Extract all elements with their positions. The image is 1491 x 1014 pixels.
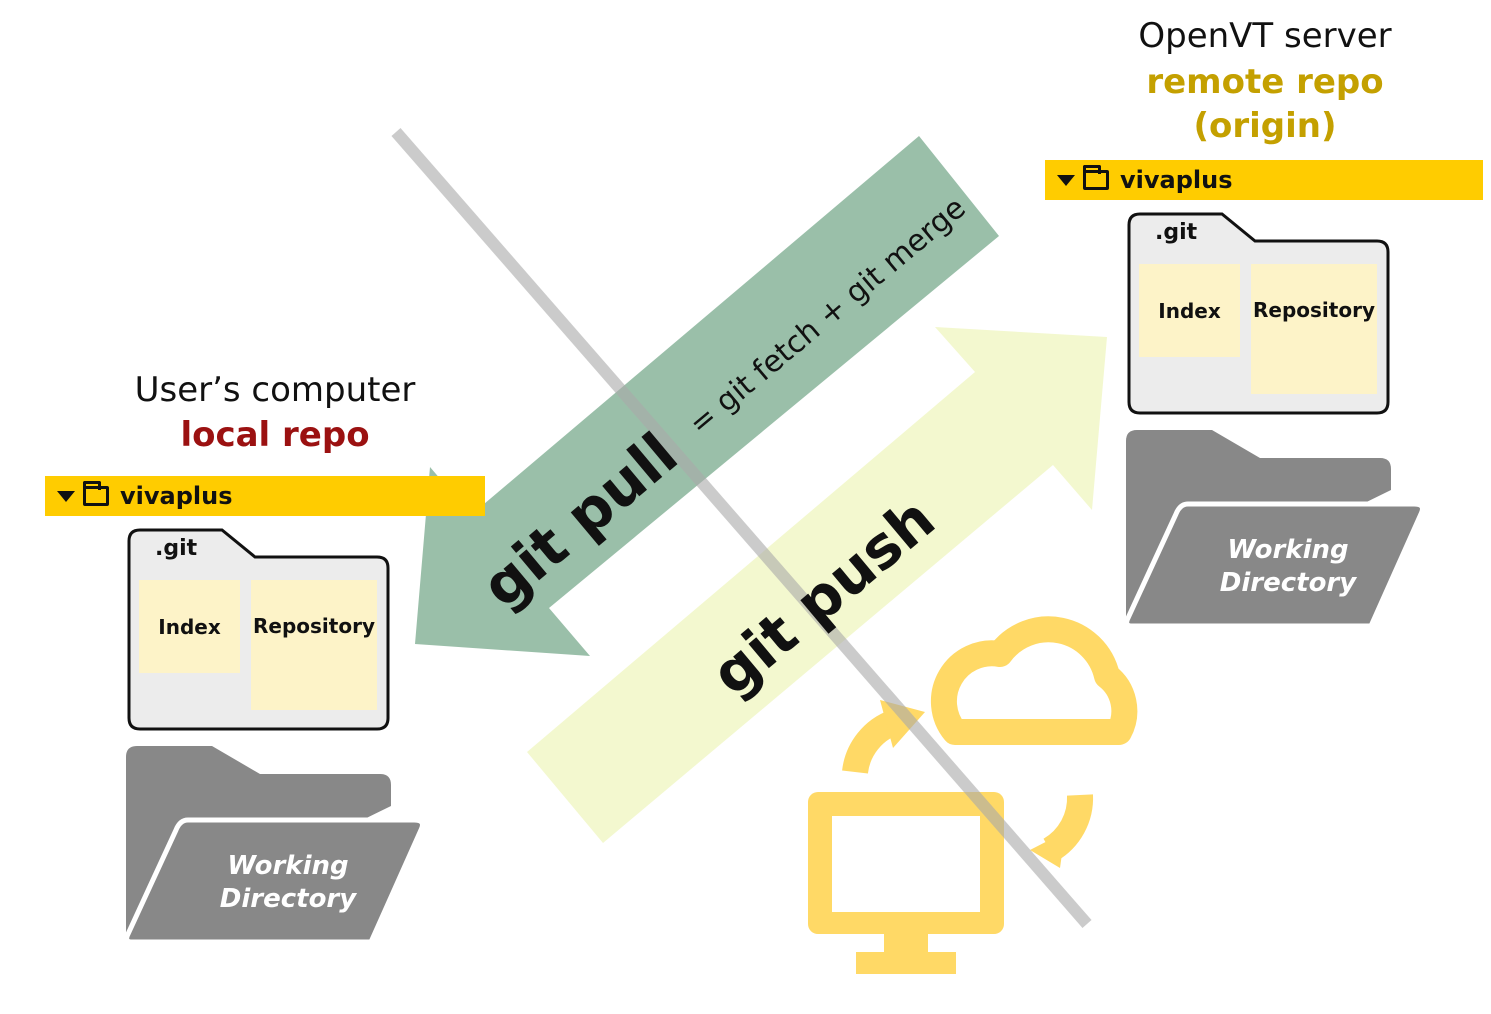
divider-line	[391, 128, 1092, 928]
caret-down-icon[interactable]	[1057, 174, 1075, 186]
remote-origin-label: (origin)	[1193, 106, 1337, 146]
monitor-stand	[884, 934, 928, 954]
remote-working-directory-label: Working Directory	[1190, 534, 1386, 600]
local-repository-box: Repository	[251, 580, 377, 710]
remote-working-directory-folder-icon	[1124, 430, 1425, 629]
local-wd-line2: Directory	[219, 884, 357, 914]
remote-wd-line2: Directory	[1219, 568, 1357, 598]
remote-subheading: remote repo	[1146, 62, 1384, 102]
local-heading: User’s computer	[134, 370, 416, 410]
remote-git-label: .git	[1155, 220, 1198, 245]
local-working-directory-label: Working Directory	[190, 850, 386, 916]
local-repository-label: Repository	[253, 614, 375, 638]
local-working-directory-folder-icon	[124, 746, 425, 945]
remote-index-label: Index	[1158, 298, 1221, 323]
monitor-base	[856, 952, 956, 974]
local-index-label: Index	[158, 614, 221, 639]
local-wd-line1: Working	[227, 851, 349, 881]
remote-repository-box: Repository	[1251, 264, 1377, 394]
folder-icon	[83, 481, 109, 506]
sync-arrow-head-left	[880, 700, 925, 748]
caret-down-icon[interactable]	[57, 490, 75, 502]
local-subheading: local repo	[180, 415, 370, 455]
local-index-box: Index	[139, 580, 240, 673]
remote-repository-label: Repository	[1253, 298, 1375, 322]
remote-index-box: Index	[1139, 264, 1240, 357]
remote-repo-bar[interactable]: vivaplus	[1045, 160, 1483, 200]
git-push-arrow	[527, 327, 1107, 843]
monitor-screen	[832, 816, 980, 912]
folder-icon	[1083, 165, 1109, 190]
local-repo-bar[interactable]: vivaplus	[45, 476, 485, 516]
local-git-label: .git	[155, 536, 198, 561]
git-pull-arrow	[415, 136, 999, 656]
remote-wd-line1: Working	[1227, 535, 1349, 565]
remote-heading: OpenVT server	[1138, 16, 1392, 56]
local-repo-name: vivaplus	[120, 482, 233, 510]
sync-arrow-head-right	[1030, 832, 1065, 868]
remote-repo-name: vivaplus	[1120, 166, 1233, 194]
